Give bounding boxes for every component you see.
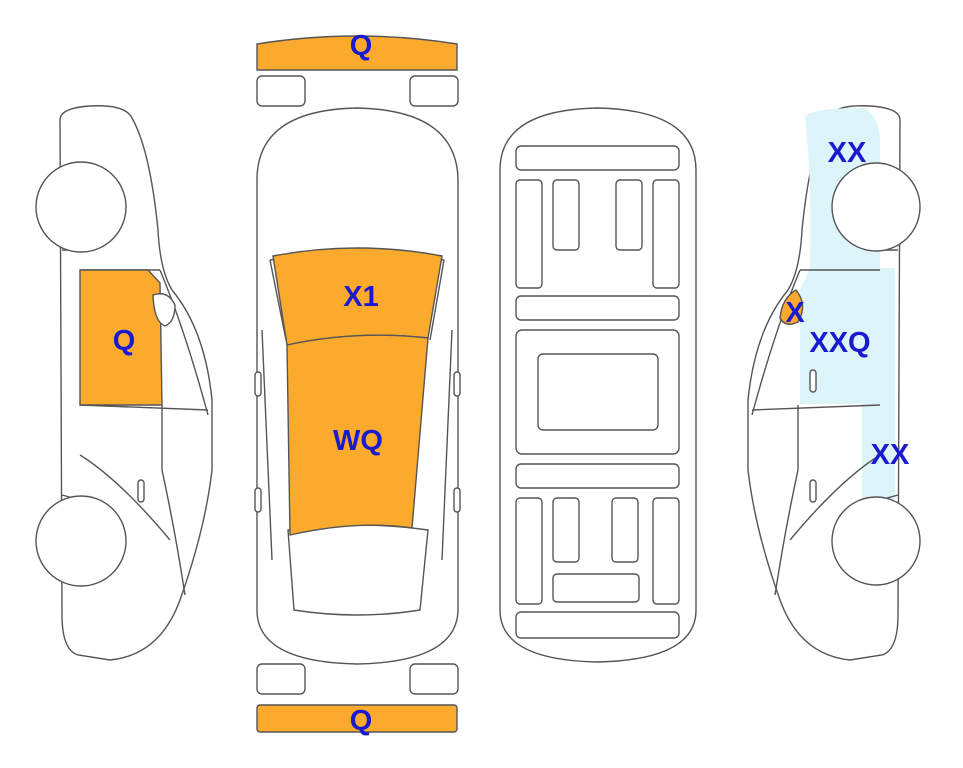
right-side-view	[747, 105, 921, 661]
underbody-view	[499, 107, 697, 663]
left-side-view	[35, 105, 213, 661]
rear-bumper-label: Q	[350, 705, 373, 737]
right-mirror-label: X	[785, 297, 805, 329]
right-mirror-damage	[779, 289, 804, 325]
damage-labels: Q Q X1 WQ Q XX X XXQ XX	[113, 30, 910, 737]
right-front-door-label: XXQ	[809, 327, 870, 359]
hood-label: X1	[343, 281, 378, 313]
right-front-fender-label: XX	[871, 439, 910, 471]
top-view	[254, 35, 461, 733]
front-bumper-damage	[256, 35, 458, 71]
rear-bumper-damage	[256, 704, 458, 733]
roof-label: WQ	[333, 425, 383, 457]
left-front-door-label: Q	[113, 325, 136, 357]
front-bumper-label: Q	[350, 30, 373, 62]
right-rear-quarter-label: XX	[828, 137, 867, 169]
roof-damage	[286, 334, 429, 536]
left-front-door-damage	[79, 269, 163, 406]
